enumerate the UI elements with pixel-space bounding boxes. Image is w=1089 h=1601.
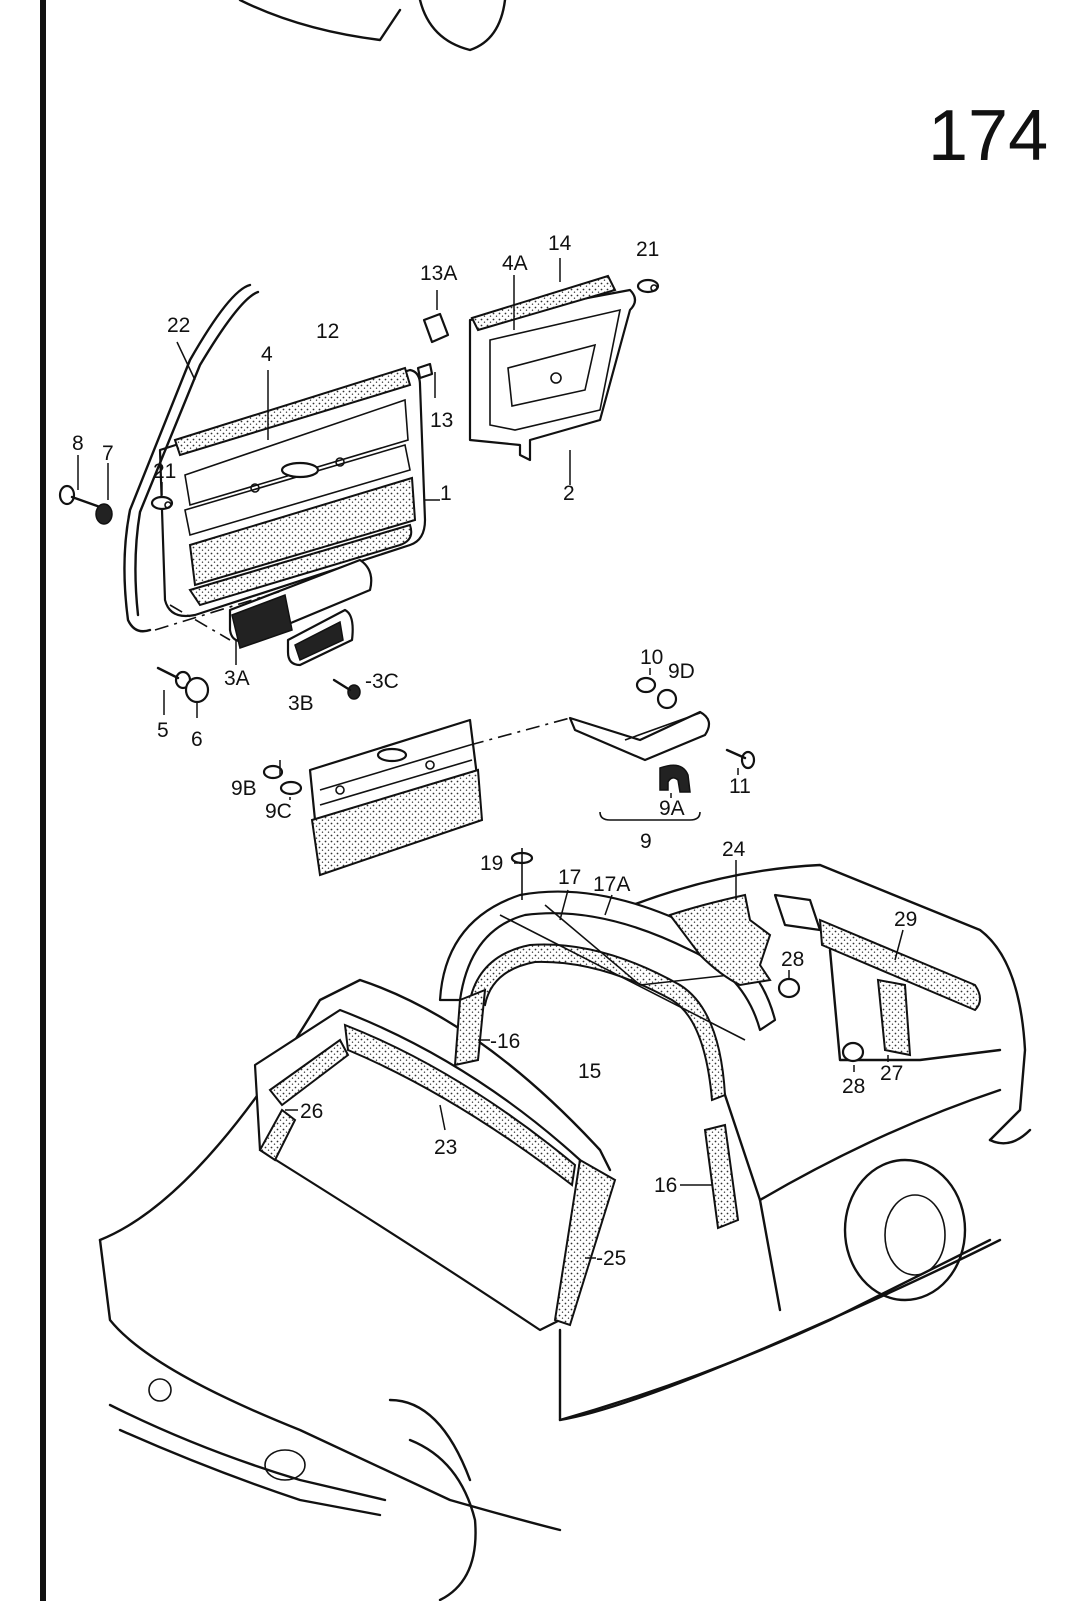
clip-9b xyxy=(262,764,284,780)
clip-28-lower xyxy=(841,1041,865,1063)
callout-4a: 4A xyxy=(502,252,528,275)
callout-7: 7 xyxy=(102,442,114,465)
group-bracket-9 xyxy=(599,811,701,821)
top-fragment-drawing xyxy=(238,0,507,52)
screw-3c xyxy=(332,678,361,700)
callout-21-top: 21 xyxy=(636,238,659,261)
callout-29: 29 xyxy=(894,908,917,931)
cap-7 xyxy=(95,503,113,525)
screw-8 xyxy=(58,484,102,509)
callout-26: 26 xyxy=(300,1100,323,1123)
callout-9d: 9D xyxy=(668,660,695,683)
callout-17: 17 xyxy=(558,866,581,889)
callout-15: 15 xyxy=(578,1060,601,1083)
callout-27: 27 xyxy=(880,1062,903,1085)
car-body xyxy=(98,863,1032,1601)
callout-8: 8 xyxy=(72,432,84,455)
leader-lines xyxy=(77,258,904,1259)
callout-28-lower: 28 xyxy=(842,1075,865,1098)
callout-28-upper: 28 xyxy=(781,948,804,971)
callout-25: -25 xyxy=(596,1247,626,1270)
callout-9b: 9B xyxy=(231,777,257,800)
callout-2: 2 xyxy=(563,482,575,505)
page-number: 174 xyxy=(928,96,1048,176)
cap-6 xyxy=(184,676,210,704)
weather-strip xyxy=(123,283,252,633)
callout-16-upper: -16 xyxy=(490,1030,520,1053)
callout-9a: 9A xyxy=(659,797,685,820)
callout-6: 6 xyxy=(191,728,203,751)
door-trim-panel xyxy=(158,366,427,618)
door-lower-section xyxy=(308,718,484,877)
cap-9d xyxy=(656,688,678,710)
armrest xyxy=(228,558,373,649)
callout-9c: 9C xyxy=(265,800,292,823)
pillar-seal-16-lower xyxy=(703,1123,740,1230)
callout-3a: 3A xyxy=(224,667,250,690)
screw-5 xyxy=(156,666,192,690)
door-inner-panel xyxy=(468,274,637,462)
clip-13a xyxy=(422,312,450,344)
callout-13a: 13A xyxy=(420,262,457,285)
callout-17a: 17A xyxy=(593,873,630,896)
callout-11: 11 xyxy=(729,775,751,798)
handle-cover-9a xyxy=(659,764,691,793)
pull-handle xyxy=(568,710,711,762)
clip-19 xyxy=(510,848,534,900)
callout-24: 24 xyxy=(722,838,746,861)
rear-trim-29 xyxy=(818,918,981,1012)
fastener-21-top xyxy=(636,278,660,294)
pillar-seal-16-upper xyxy=(453,988,487,1067)
callout-labels: 22 4 12 13A 4A 14 21 13 2 1 8 7 21 3A 3B… xyxy=(72,232,917,1270)
callout-19: 19 xyxy=(480,852,503,875)
callout-10: 10 xyxy=(640,646,663,669)
door-pocket xyxy=(286,608,354,667)
scan-border xyxy=(40,0,46,1601)
callout-3c: -3C xyxy=(365,670,399,693)
callout-22: 22 xyxy=(167,314,190,337)
clip-28-upper xyxy=(777,977,801,999)
screw-13 xyxy=(416,362,434,380)
callout-9: 9 xyxy=(640,830,652,853)
callout-1: 1 xyxy=(440,482,452,505)
callout-4: 4 xyxy=(261,343,273,366)
callout-23: 23 xyxy=(434,1136,457,1159)
rear-trim-29-end xyxy=(773,893,822,932)
callout-12: 12 xyxy=(316,320,339,343)
callout-5: 5 xyxy=(157,719,169,742)
fastener-21-left xyxy=(150,495,174,511)
callout-13: 13 xyxy=(430,409,453,432)
rear-carpet xyxy=(668,893,772,987)
callout-14: 14 xyxy=(548,232,572,255)
callout-21-left: 21 xyxy=(153,460,176,483)
screw-11 xyxy=(725,748,756,770)
callout-16-lower: 16 xyxy=(654,1174,677,1197)
clip-10 xyxy=(635,676,657,694)
clip-9c xyxy=(279,780,303,796)
callout-3b: 3B xyxy=(288,692,314,715)
side-trim-27 xyxy=(876,978,912,1057)
